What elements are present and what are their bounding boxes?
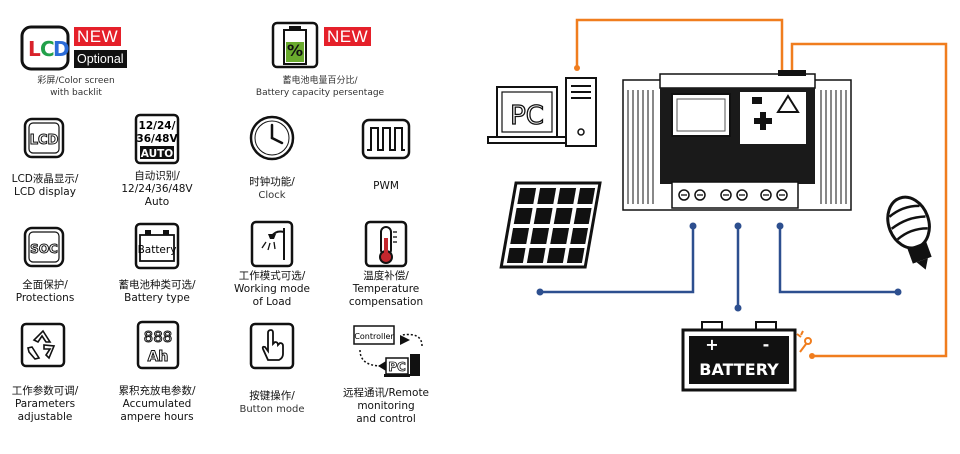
ampere-caption-2: Accumulated	[122, 398, 192, 410]
battery-type-caption-2: Battery type	[124, 292, 190, 304]
controller-label: Controller	[354, 332, 394, 341]
temperature-caption-1: 温度补偿/	[363, 270, 409, 282]
new-badge-2: NEW	[324, 27, 372, 46]
wiring-diagram: PC	[487, 18, 948, 392]
charge-controller	[622, 70, 852, 211]
lcd-display-icon: LCD	[23, 117, 65, 159]
light-bulb	[886, 195, 932, 270]
auto-voltage-icon: 12/24/ 36/48V AUTO	[134, 113, 180, 165]
button-caption-1: 按键操作/	[249, 390, 295, 402]
button-caption-2: Button mode	[239, 404, 305, 415]
battery-pct-caption-1: 蓄电池电量百分比/	[282, 76, 358, 86]
ampere-caption-3: ampere hours	[120, 411, 194, 423]
color-lcd-caption-2: with backlit	[50, 88, 102, 98]
battery-percentage-icon: %	[270, 20, 320, 70]
mini-pc-label: PC	[388, 360, 406, 374]
percent-glyph: %	[287, 41, 303, 60]
recycle-icon	[20, 322, 66, 368]
auto-voltage-caption-1: 自动识别/	[134, 170, 180, 182]
soc-caption-2: Protections	[15, 292, 75, 304]
color-lcd-caption-1: 彩屏/Color screen	[37, 76, 115, 86]
lcd-display-caption-1: LCD液晶显示/	[11, 173, 79, 185]
battery-label: BATTERY	[699, 360, 779, 379]
battery-glyph: Battery	[138, 244, 177, 256]
clock-caption-1: 时钟功能/	[249, 176, 295, 188]
temperature-caption-3: compensation	[348, 296, 424, 308]
soc-caption-1: 全面保护/	[22, 279, 68, 291]
svg-text:L: L	[28, 37, 41, 61]
solar-panel	[499, 181, 602, 269]
thermometer-icon	[364, 220, 408, 268]
parameters-caption-1: 工作参数可调/	[11, 385, 79, 397]
load-mode-icon	[250, 220, 294, 268]
comm-wires	[575, 18, 948, 358]
pc-tower	[565, 77, 597, 147]
auto-voltage-caption-3: Auto	[144, 196, 170, 208]
lcd-glyph: LCD	[30, 133, 59, 148]
battery	[681, 321, 797, 392]
svg-text:C: C	[40, 37, 55, 61]
pwm-caption: PWM	[373, 180, 399, 192]
lcd-display-caption-2: LCD display	[14, 186, 76, 198]
battery-pct-caption-2: Battery capacity persentage	[255, 88, 385, 98]
soc-icon: SOC	[23, 226, 65, 268]
ampere-hours-icon: 888 Ah	[136, 320, 180, 370]
load-mode-caption-1: 工作模式可选/	[238, 270, 306, 282]
clock-caption-2: Clock	[258, 190, 286, 201]
remote-caption-3: and control	[356, 413, 416, 425]
temperature-caption-2: Temperature	[352, 283, 420, 295]
wire-junctions	[536, 222, 902, 312]
new-badge: NEW	[74, 27, 122, 46]
ah-digits: 888	[144, 328, 173, 346]
color-lcd-icon: L C D	[20, 25, 70, 71]
voltage-text-3: AUTO	[141, 148, 173, 160]
remote-monitoring-icon: Controller PC	[352, 320, 430, 380]
load-mode-caption-2: Working mode	[234, 283, 310, 295]
voltage-text-2: 36/48V	[136, 133, 178, 145]
battery-plus: +	[705, 335, 718, 354]
temp-sensor-icon	[796, 330, 812, 353]
load-mode-caption-3: of Load	[252, 296, 292, 308]
battery-minus: -	[763, 335, 770, 354]
remote-caption-2: monitoring	[357, 400, 415, 412]
soc-glyph: SOC	[30, 242, 58, 256]
battery-type-caption-1: 蓄电池种类可选/	[118, 279, 196, 291]
remote-caption-1: 远程通讯/Remote	[342, 387, 430, 399]
optional-badge: Optional	[74, 50, 127, 68]
svg-text:D: D	[53, 37, 70, 61]
battery-type-icon: Battery	[134, 222, 180, 270]
parameters-caption-2: Parameters	[14, 398, 76, 410]
ampere-caption-1: 累积充放电参数/	[118, 385, 196, 397]
voltage-text-1: 12/24/	[139, 120, 176, 132]
ah-unit: Ah	[148, 349, 169, 365]
parameters-caption-3: adjustable	[17, 411, 73, 423]
pc-label: PC	[510, 101, 544, 131]
auto-voltage-caption-2: 12/24/36/48V	[121, 183, 193, 195]
pc-monitor	[487, 86, 567, 144]
pwm-icon	[361, 118, 411, 160]
clock-icon	[248, 114, 296, 162]
power-wires	[540, 226, 898, 308]
button-hand-icon	[249, 322, 295, 370]
